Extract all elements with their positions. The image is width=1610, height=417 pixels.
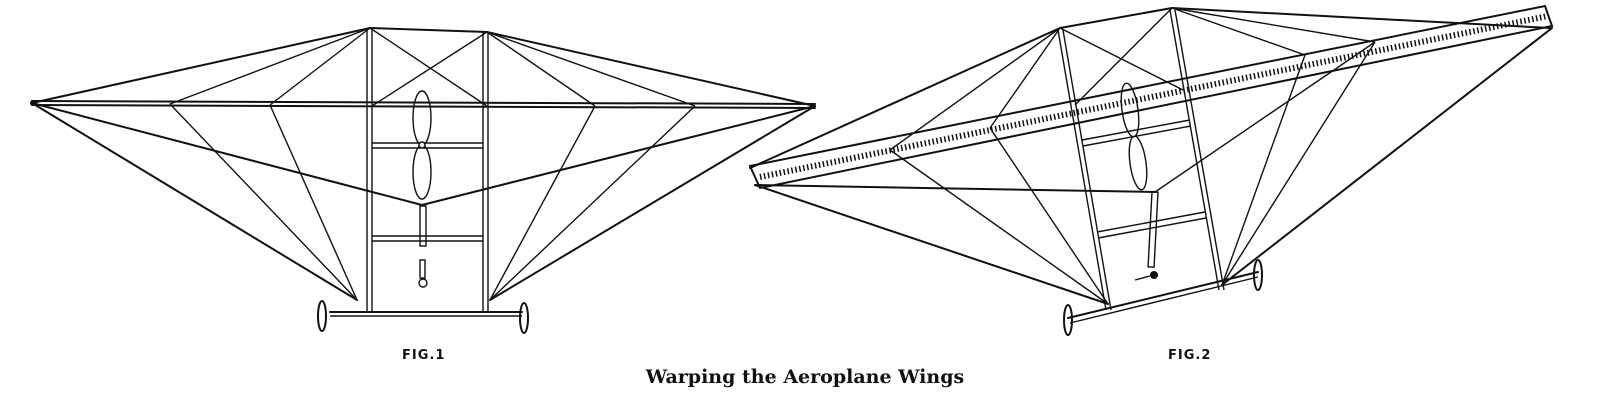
- fig1-wing-frame: [30, 27, 816, 301]
- fig2-wheel-left: [1063, 304, 1073, 336]
- fig2-motor: [1134, 191, 1159, 281]
- fig2-propeller: [1120, 82, 1148, 191]
- fig1-propeller: [412, 90, 432, 200]
- fig2-landing-gear: [1063, 259, 1263, 336]
- caption: Warping the Aeroplane Wings: [645, 366, 965, 388]
- fig1-landing-gear: [317, 300, 529, 334]
- fig2-aeroplane-warped-wings: [748, 4, 1554, 336]
- fig1-label: FIG.1: [402, 348, 446, 363]
- fig1-motor: [418, 205, 428, 288]
- fig1-wheel-left: [317, 300, 327, 332]
- fig2-wheel-right: [1253, 259, 1263, 291]
- fig1-fuselage-struts: [366, 30, 489, 312]
- fig2-wing-frame: [749, 7, 1553, 305]
- fig2-fuselage-struts: [1057, 9, 1225, 311]
- fig2-label: FIG.2: [1168, 348, 1212, 363]
- fig1-wheel-right: [519, 302, 529, 334]
- fig2-wing-beam: [748, 4, 1554, 190]
- fig1-aeroplane-flat-wings: [30, 27, 816, 334]
